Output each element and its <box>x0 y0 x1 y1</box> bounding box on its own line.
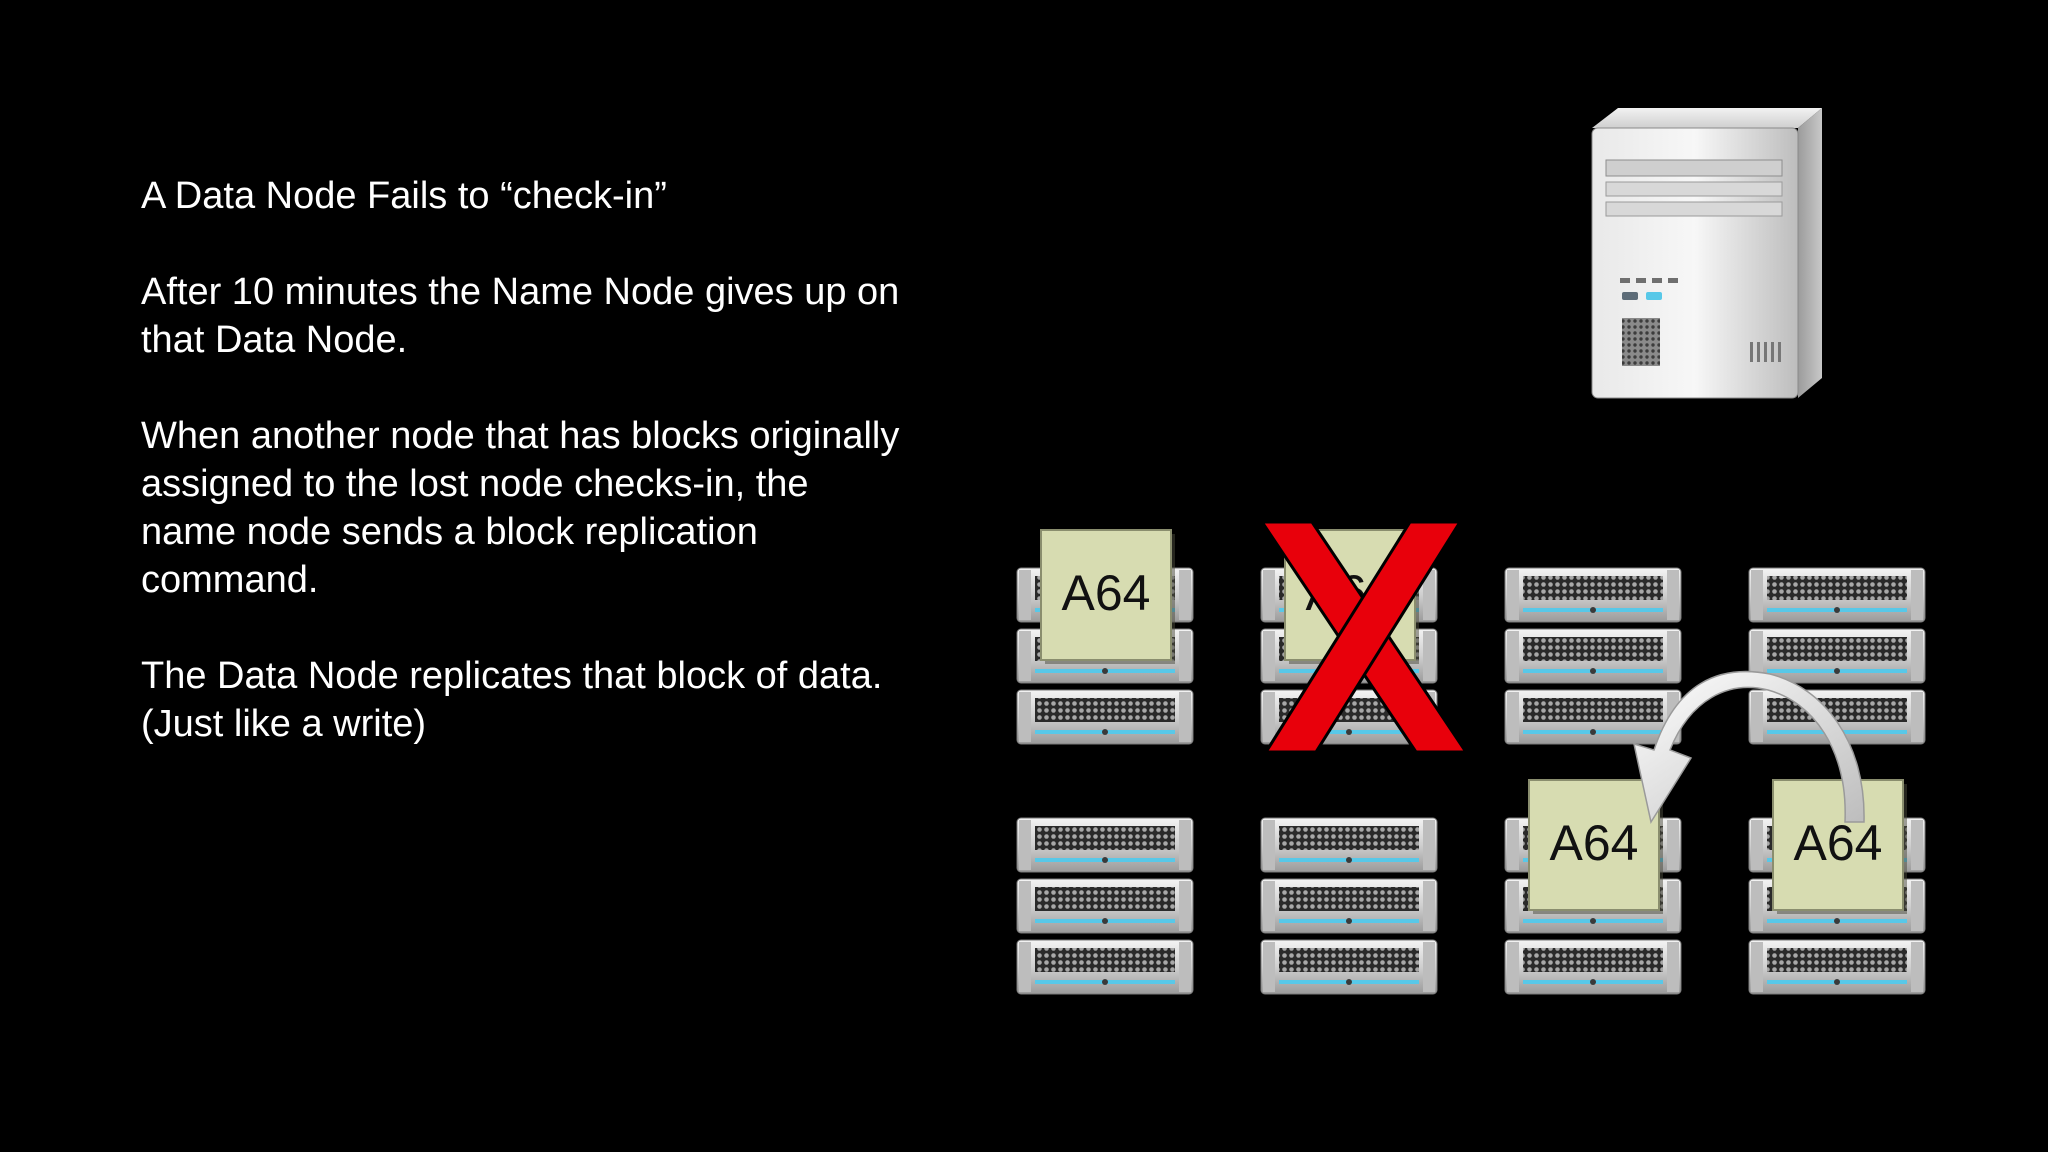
rack-server-icon <box>1748 567 1926 745</box>
rack-server-icon <box>1504 567 1682 745</box>
block-label: A64 <box>1794 815 1883 871</box>
paragraph-timeout: After 10 minutes the Name Node gives up … <box>141 271 900 361</box>
node-failed-red-x-icon <box>1259 520 1469 754</box>
paragraph-replication-command: When another node that has blocks origin… <box>141 415 900 601</box>
data-block: A64 <box>1040 529 1175 664</box>
name-node-tower-server-icon <box>1591 108 1822 399</box>
replication-curved-arrow-icon <box>1632 670 1865 824</box>
block-label: A64 <box>1550 815 1639 871</box>
paragraph-replicates: The Data Node replicates that block of d… <box>141 655 883 745</box>
block-label: A64 <box>1062 565 1151 621</box>
paragraph-title: A Data Node Fails to “check-in” <box>141 175 667 217</box>
data-block: A64 <box>1772 779 1907 914</box>
rack-server-icon <box>1260 817 1438 995</box>
data-block: A64 <box>1528 779 1663 914</box>
slide-text: A Data Node Fails to “check-in” After 10… <box>141 172 901 748</box>
rack-server-icon <box>1016 817 1194 995</box>
